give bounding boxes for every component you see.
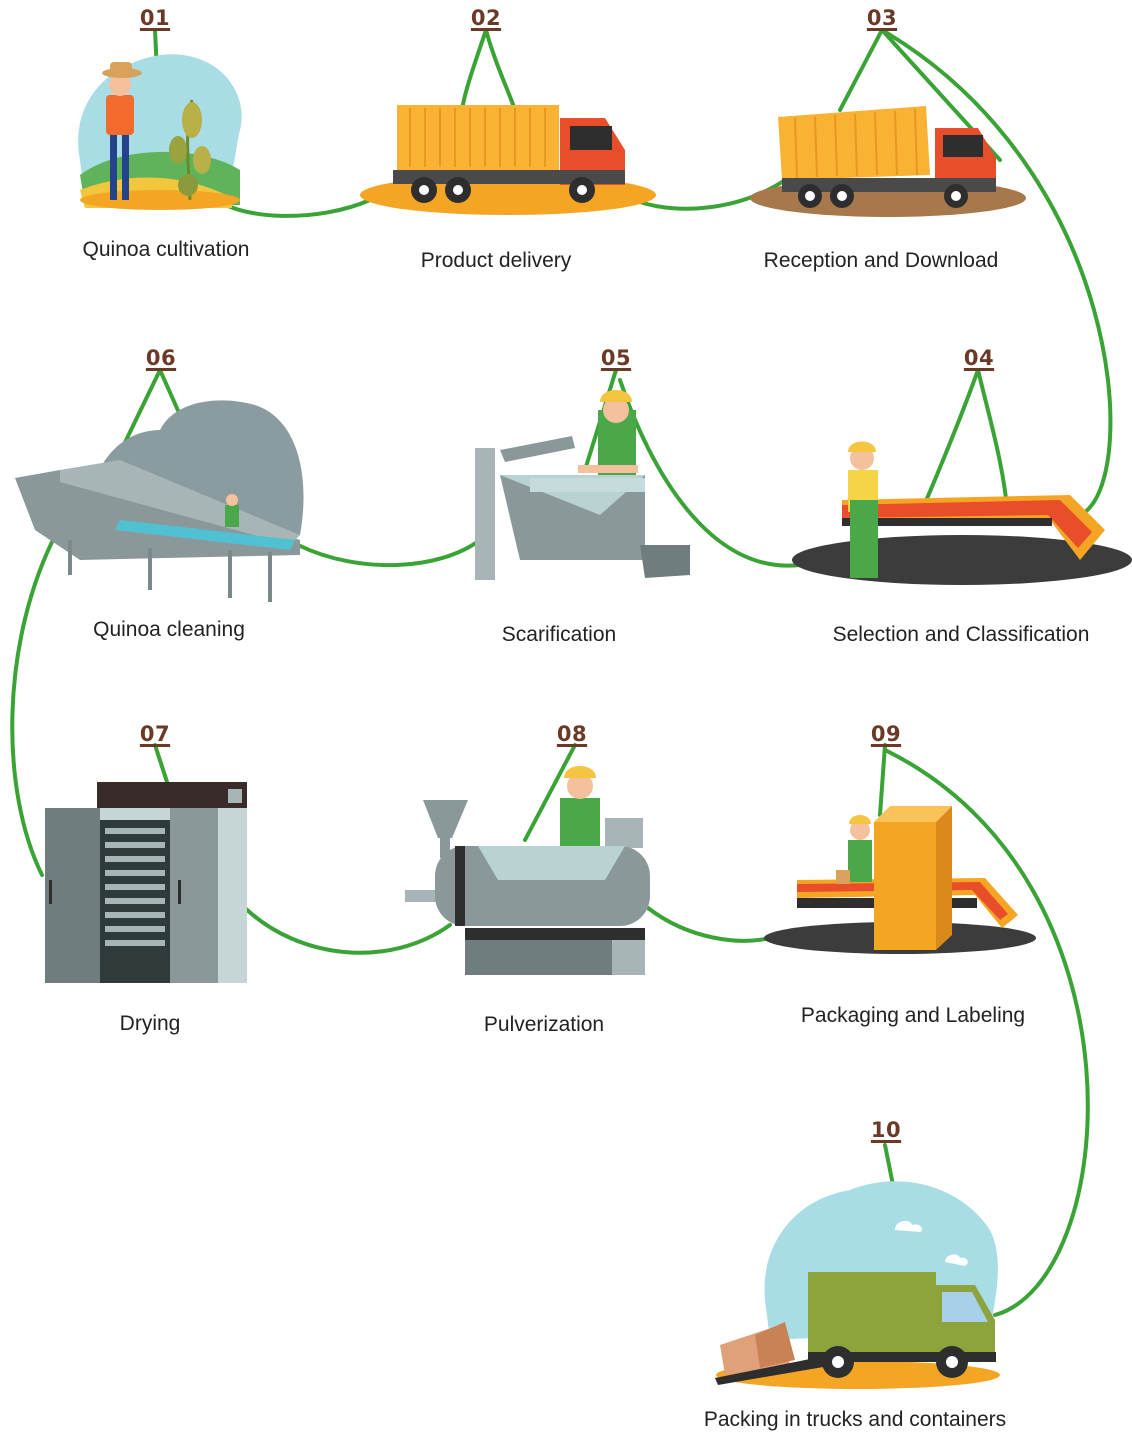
connector-05-06 <box>296 538 482 568</box>
pulverizer-machine-icon <box>405 766 650 975</box>
step-09-label: Packaging and Labeling <box>800 1004 1026 1027</box>
connector-09 <box>878 743 887 817</box>
step-04-label: Selection and Classification <box>832 623 1090 646</box>
farmer-plant-icon <box>78 54 242 210</box>
step-05-number: 05 <box>600 346 632 370</box>
step-03-number: 03 <box>866 6 898 30</box>
step-07-number: 07 <box>139 722 171 746</box>
connector-08 <box>523 743 577 842</box>
step-03-label: Reception and Download <box>763 249 999 272</box>
packaging-machine-icon <box>764 806 1036 954</box>
step-08-number: 08 <box>556 722 588 746</box>
step-05-label: Scarification <box>501 623 617 646</box>
drying-oven-icon <box>45 782 247 983</box>
step-08-label: Pulverization <box>483 1013 605 1036</box>
washing-line-icon <box>15 400 304 602</box>
conveyor-worker-icon <box>792 441 1132 585</box>
step-04-number: 04 <box>963 346 995 370</box>
connector-04-05 <box>618 378 802 568</box>
step-01-number: 01 <box>139 6 171 30</box>
container-truck-icon <box>360 105 656 215</box>
connector-07 <box>153 743 170 787</box>
step-10-label: Packing in trucks and containers <box>703 1408 1007 1431</box>
step-06-number: 06 <box>145 346 177 370</box>
connector-03-04 <box>880 28 1113 514</box>
delivery-truck-icon <box>715 1181 1000 1389</box>
connector-08-09 <box>646 906 772 943</box>
connector-lines <box>10 28 1113 1317</box>
step-02-label: Product delivery <box>420 249 572 272</box>
connector-02 <box>460 28 517 112</box>
dump-truck-icon <box>750 106 1026 217</box>
step-02-number: 02 <box>470 6 502 30</box>
scarifier-machine-icon <box>475 390 690 580</box>
connector-07-08 <box>243 906 452 955</box>
connector-06-07 <box>10 528 60 877</box>
step-06-label: Quinoa cleaning <box>93 618 245 641</box>
step-09-number: 09 <box>870 722 902 746</box>
step-10-number: 10 <box>870 1118 902 1142</box>
step-01-label: Quinoa cultivation <box>82 238 250 261</box>
step-07-label: Drying <box>119 1012 181 1035</box>
connector-09-10 <box>883 748 1090 1317</box>
